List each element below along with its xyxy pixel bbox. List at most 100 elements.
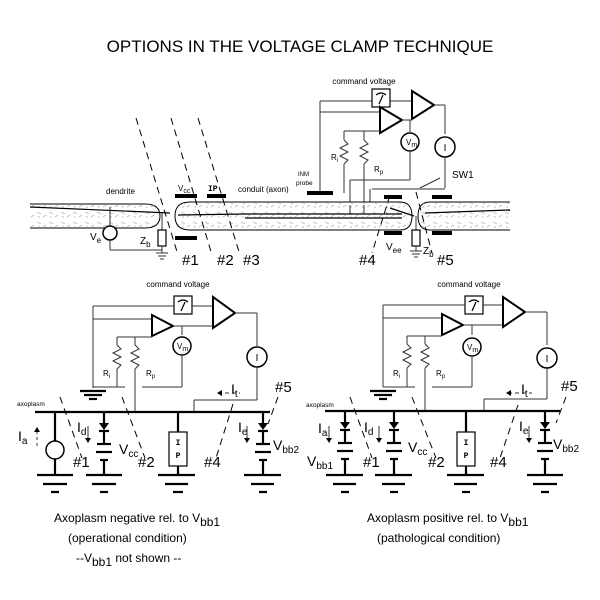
section-line-1 [135, 117, 179, 256]
figure-title: OPTIONS IN THE VOLTAGE CLAMP TECHNIQUE [107, 37, 494, 56]
ground-icon [410, 250, 422, 258]
marker-2: #2 [428, 454, 445, 471]
vm-label: Vm [177, 342, 188, 353]
zb-impedance-icon [157, 229, 167, 247]
marker-1: #1 [363, 454, 380, 471]
vbb2-label: Vbb2 [273, 437, 299, 456]
rp-label: Rp [374, 165, 384, 176]
current-meter-label: I [256, 353, 259, 364]
section-line-1 [349, 396, 373, 459]
it-arrow-icon [506, 390, 511, 396]
probe-label: probe [296, 180, 313, 187]
dendrite-label: dendrite [106, 187, 135, 196]
left-caption-line-3: --Vbb1 not shown -- [76, 551, 181, 569]
vbb2-label: Vbb2 [553, 436, 579, 455]
command-voltage-label: command voltage [332, 77, 396, 86]
command-voltage-label: command voltage [146, 280, 210, 289]
ground-icon [80, 389, 106, 401]
resistor-ri-icon [338, 139, 350, 165]
left-caption-line-2: (operational condition) [68, 531, 187, 545]
axoplasm-label: axoplasm [306, 402, 334, 409]
ground-icon [527, 473, 563, 494]
section-line-5 [555, 396, 567, 424]
ie-arrow-icon [244, 438, 250, 443]
marker-4: #4 [359, 252, 376, 269]
section-line-5 [267, 396, 279, 425]
marker-2: #2 [138, 454, 155, 471]
right-circuit: command voltage I Vm Ri Rp [306, 280, 579, 545]
zb2-label: Zb [423, 246, 434, 259]
resistor-rp-icon [358, 139, 370, 165]
command-voltage-label: command voltage [437, 280, 501, 289]
ip-label: IP [208, 185, 218, 194]
ri-label: Ri [331, 153, 338, 164]
inm-label: INM [298, 172, 309, 178]
it-arrow-icon [217, 390, 222, 396]
current-meter-label: I [444, 143, 447, 154]
zb2-impedance-icon [411, 229, 421, 247]
diode-icon [389, 422, 399, 429]
vm-label: Vm [406, 138, 417, 149]
ground-icon [156, 252, 168, 260]
section-line-4 [215, 403, 234, 459]
amplifier-2-icon [502, 295, 527, 329]
resistor-rp-icon [419, 343, 431, 369]
ie-label: Ie [238, 419, 248, 438]
marker-2: #2 [217, 252, 234, 269]
zb-label: Zb [140, 236, 151, 249]
ia-label: Ia [318, 420, 328, 439]
marker-5: #5 [437, 252, 454, 269]
vbb1-label: Vbb1 [307, 453, 333, 472]
ground-icon [86, 473, 122, 494]
amplifier-2-icon [411, 89, 436, 121]
ip-label-bottom: P [176, 452, 181, 461]
sw1-label: SW1 [452, 170, 474, 181]
section-line-4 [371, 194, 391, 254]
resistor-rp-icon [129, 344, 141, 370]
vcc-label: Vcc [408, 439, 427, 458]
ip-label-bottom: P [464, 452, 469, 461]
section-line-1 [59, 396, 83, 459]
marker-4: #4 [490, 454, 507, 471]
section-line-2 [121, 396, 146, 459]
section-line-3 [197, 117, 241, 256]
right-caption-line-2: (pathological condition) [377, 531, 500, 545]
marker-5: #5 [275, 379, 292, 396]
current-meter-label: I [546, 354, 549, 365]
ground-icon [375, 473, 412, 494]
left-circuit: command voltage I Vm Ri Rp [17, 280, 299, 569]
it-label: It [231, 381, 238, 400]
id-label: Id [364, 419, 373, 438]
ie-arrow-icon [526, 438, 532, 443]
left-caption-line-1: Axoplasm negative rel. to Vbb1 [54, 511, 220, 529]
amplifier-1-icon [441, 312, 466, 337]
resistor-ri-icon [401, 343, 413, 369]
command-voltage-meter-icon [371, 88, 391, 108]
marker-1: #1 [182, 252, 199, 269]
conduit-label: conduit (axon) [238, 185, 289, 194]
id-arrow-icon [376, 438, 382, 443]
section-line-4 [499, 404, 519, 459]
ground-icon [326, 473, 363, 494]
diode-icon [99, 423, 109, 430]
section-line-5 [415, 191, 433, 254]
command-voltage-meter-icon [464, 295, 484, 315]
switch-sw1 [419, 177, 441, 189]
id-arrow-icon [85, 438, 91, 443]
ri-label: Ri [393, 369, 400, 380]
amplifier-1-icon [379, 105, 404, 135]
diode-icon [340, 422, 350, 429]
command-voltage-meter-icon [173, 295, 193, 315]
ia-current-source-icon [45, 440, 65, 460]
amplifier-2-icon [212, 295, 237, 330]
vcc-label: Vcc [178, 184, 191, 195]
resistor-ri-icon [111, 344, 123, 370]
section-line-2 [411, 396, 437, 459]
ground-icon [158, 473, 195, 494]
rp-label: Rp [436, 369, 446, 380]
top-diagram: command voltage I Vm [29, 77, 511, 269]
ie-label: Ie [519, 418, 529, 437]
right-caption-line-1: Axoplasm positive rel. to Vbb1 [367, 511, 529, 529]
marker-1: #1 [73, 454, 90, 471]
